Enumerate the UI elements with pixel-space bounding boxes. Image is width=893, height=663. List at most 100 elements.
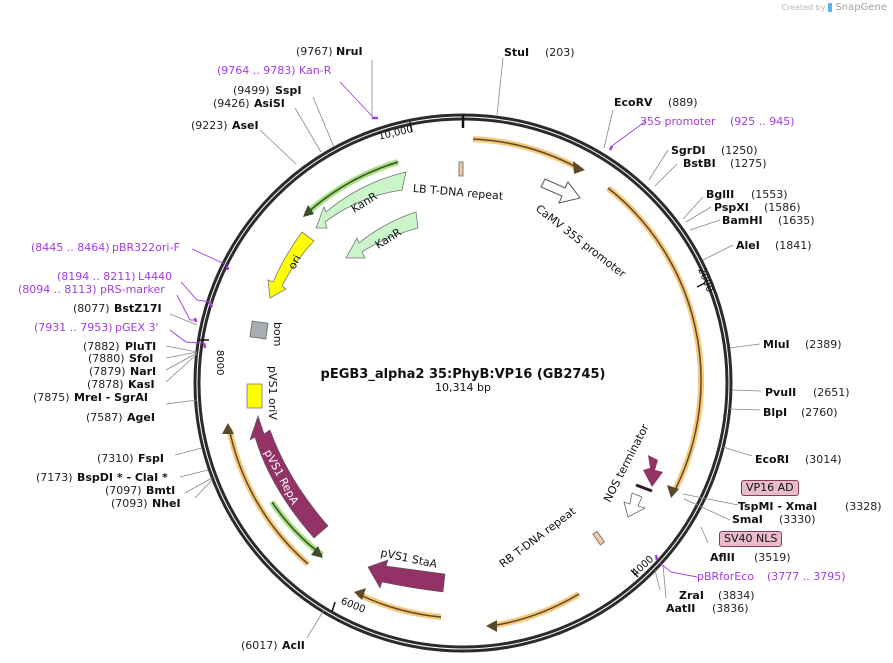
svg-text:(3777 .. 3795): (3777 .. 3795) [767, 570, 846, 583]
svg-text:pBR322ori-F: pBR322ori-F [112, 241, 180, 254]
svg-text:(1553): (1553) [751, 188, 788, 201]
site-mlui[interactable]: MluI(2389) [763, 338, 842, 351]
site-asei[interactable]: (9223)AseI [191, 119, 259, 132]
svg-text:(3834): (3834) [718, 589, 755, 602]
feature-pvs1-oriv[interactable]: pVS1 oriV [246, 366, 279, 420]
svg-text:SmaI: SmaI [732, 513, 763, 526]
svg-text:AseI: AseI [232, 119, 259, 132]
svg-text:(8194 .. 8211): (8194 .. 8211) [57, 270, 136, 283]
site-pluti[interactable]: (7882)PluTI [83, 340, 156, 353]
site-stui[interactable]: StuI(203) [504, 46, 575, 59]
svg-text:pBRforEco: pBRforEco [697, 570, 754, 583]
feature-rb-tdna[interactable]: RB T-DNA repeat [497, 504, 606, 570]
svg-text:SfoI: SfoI [129, 352, 153, 365]
feature-kanr-2[interactable]: KanR [345, 211, 419, 259]
site-ecori[interactable]: EcoRI(3014) [755, 453, 842, 466]
svg-text:SgrDI: SgrDI [671, 144, 705, 157]
svg-text:SspI: SspI [275, 84, 301, 97]
plasmid-title: pEGB3_alpha2 35:PhyB:VP16 (GB2745) [321, 367, 606, 382]
plasmid-length: 10,314 bp [435, 381, 491, 394]
feature-ori[interactable]: ori [267, 231, 315, 299]
pvs1-oriv-label: pVS1 oriV [266, 366, 279, 420]
svg-text:FspI: FspI [138, 452, 164, 465]
svg-text:(203): (203) [545, 46, 575, 59]
svg-text:(2651): (2651) [813, 386, 850, 399]
site-bstz17i[interactable]: (8077)BstZ17I [73, 302, 162, 315]
svg-text:(8094 .. 8113): (8094 .. 8113) [18, 283, 97, 296]
svg-text:(7931 .. 7953): (7931 .. 7953) [34, 321, 113, 334]
site-nrui[interactable]: (9767)NruI [296, 45, 363, 58]
primer-35s-promoter[interactable]: 35S promoter (925 .. 945) [640, 115, 795, 128]
svg-text:(3014): (3014) [805, 453, 842, 466]
svg-text:(9767): (9767) [296, 45, 333, 58]
svg-text:(3519): (3519) [754, 551, 791, 564]
primer-pbrforeco[interactable]: pBRforEco (3777 .. 3795) [697, 570, 846, 583]
svg-text:KasI: KasI [128, 378, 155, 391]
site-sgrdi[interactable]: SgrDI (1250) [671, 144, 758, 157]
site-blpi[interactable]: BlpI(2760) [763, 406, 838, 419]
site-tspmi-xmai[interactable]: TspMI - XmaI(3328) [738, 500, 882, 513]
feature-lb-tdna[interactable]: LB T-DNA repeat [412, 161, 504, 203]
primer-pbr322ori-f[interactable]: (8445 .. 8464)pBR322ori-F [31, 241, 180, 254]
svg-text:AsiSI: AsiSI [254, 97, 285, 110]
site-pvuii[interactable]: PvuII(2651) [765, 386, 850, 399]
primer-l4440[interactable]: (8194 .. 8211)L4440 [57, 270, 172, 283]
svg-text:PspXI: PspXI [714, 201, 749, 214]
feature-kanr-1[interactable]: KanR [315, 171, 407, 229]
svg-text:(6017): (6017) [241, 639, 278, 652]
site-sspi[interactable]: (9499)SspI [233, 84, 301, 97]
feature-nos-terminator[interactable]: NOS terminator [601, 422, 663, 518]
site-fspi[interactable]: (7310)FspI [97, 452, 164, 465]
svg-text:(7878): (7878) [87, 378, 124, 391]
svg-text:NruI: NruI [336, 45, 363, 58]
feature-vp16-ad[interactable]: VP16 AD [741, 480, 799, 496]
svg-text:BmtI: BmtI [146, 484, 175, 497]
svg-text:(3836): (3836) [712, 602, 749, 615]
svg-text:BspDI * - ClaI *: BspDI * - ClaI * [77, 471, 168, 484]
site-nhei[interactable]: (7093)NheI [111, 497, 181, 510]
feature-pvs1-staa[interactable]: pVS1 StaA [367, 546, 446, 593]
site-aflii[interactable]: AflII(3519) [710, 551, 791, 564]
site-ecorv[interactable]: EcoRV(889) [614, 96, 698, 109]
credit-brand: SnapGene [835, 2, 887, 13]
site-nari[interactable]: (7879)NarI [89, 365, 156, 378]
site-acli[interactable]: (6017) AclI [241, 639, 305, 652]
site-zrai[interactable]: ZraI (3834) [679, 589, 755, 602]
svg-text:AclI: AclI [282, 639, 305, 652]
site-kasi[interactable]: (7878) KasI [87, 378, 155, 391]
site-mrei-sgrai[interactable]: (7875)MreI - SgrAI [33, 391, 148, 404]
site-alei[interactable]: AleI(1841) [736, 239, 812, 252]
svg-text:(1275): (1275) [730, 157, 767, 170]
credit-prefix: Created by [781, 3, 826, 12]
svg-text:(925 .. 945): (925 .. 945) [730, 115, 795, 128]
svg-text:(1250): (1250) [721, 144, 758, 157]
site-bamhi[interactable]: BamHI(1635) [722, 214, 815, 227]
feature-bom[interactable]: bom [249, 320, 284, 346]
site-bspdi-clai[interactable]: (7173)BspDI * - ClaI * [36, 471, 168, 484]
svg-text:BamHI: BamHI [722, 214, 763, 227]
site-sfoi[interactable]: (7880)SfoI [88, 352, 153, 365]
svg-text:EcoRV: EcoRV [614, 96, 653, 109]
site-bmti[interactable]: (7097)BmtI [105, 484, 175, 497]
primer-pgex-3[interactable]: (7931 .. 7953)pGEX 3' [34, 321, 159, 334]
site-pspxi[interactable]: PspXI(1586) [714, 201, 801, 214]
svg-text:(7879): (7879) [89, 365, 126, 378]
svg-text:ZraI: ZraI [679, 589, 704, 602]
ori-label: ori [286, 253, 304, 272]
site-smai[interactable]: SmaI(3330) [732, 513, 816, 526]
primer-prs-marker[interactable]: (8094 .. 8113)pRS-marker [18, 283, 165, 296]
feature-sv40-nls[interactable]: SV40 NLS [719, 531, 783, 547]
svg-text:MluI: MluI [763, 338, 790, 351]
site-aatii[interactable]: AatII (3836) [666, 602, 749, 615]
primer-kan-r[interactable]: (9764 .. 9783)Kan-R [217, 64, 332, 77]
site-bglii[interactable]: BglII(1553) [706, 188, 788, 201]
site-asisi[interactable]: (9426)AsiSI [213, 97, 285, 110]
svg-text:AatII: AatII [666, 602, 695, 615]
site-agei[interactable]: (7587)AgeI [86, 411, 155, 424]
site-leaders [165, 57, 762, 639]
svg-text:35S promoter: 35S promoter [640, 115, 716, 128]
rb-tdna-label: RB T-DNA repeat [497, 504, 579, 570]
svg-text:BstZ17I: BstZ17I [114, 302, 162, 315]
site-bstbi[interactable]: BstBI(1275) [683, 157, 767, 170]
svg-text:BlpI: BlpI [763, 406, 787, 419]
